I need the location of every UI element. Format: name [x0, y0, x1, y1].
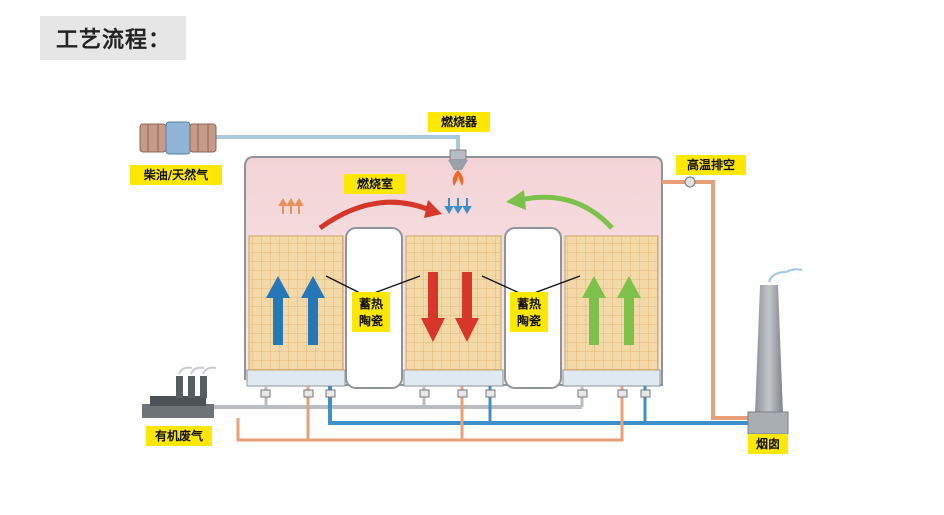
label-waste-gas: 有机废气: [146, 426, 212, 446]
clean-gas-pipe: [328, 386, 748, 425]
upflow-arrows-right: [582, 276, 641, 345]
purge-pipe: [236, 386, 624, 442]
label-ceramic-right-line2: 陶瓷: [517, 313, 541, 328]
upflow-arrows-left: [266, 276, 325, 345]
label-combustion-chamber: 燃烧室: [344, 174, 406, 194]
downflow-arrows-middle: [421, 272, 479, 342]
hot-gas-arrow-red: [318, 199, 442, 231]
burner-icon: [448, 149, 468, 186]
label-ceramic-right: 蓄热 陶瓷: [510, 292, 548, 332]
fuel-pipe: [215, 135, 460, 150]
ceramic-bed-middle: [405, 235, 502, 371]
label-fuel-text: 柴油/天然气: [143, 167, 208, 182]
fuel-tank-icon: [139, 121, 217, 155]
return-gas-arrow-green: [506, 190, 614, 230]
small-up-arrows-orange: [278, 198, 304, 214]
ceramic-bed-left: [248, 235, 344, 371]
label-chimney-text: 烟囱: [756, 436, 780, 451]
ceramic-bed-right: [564, 235, 659, 371]
valve-icons: [260, 389, 651, 398]
label-ceramic-left-line2: 陶瓷: [359, 313, 383, 328]
label-burner: 燃烧器: [428, 112, 490, 132]
factory-icon: [142, 366, 217, 418]
small-down-arrows-blue: [444, 198, 472, 214]
high-temp-exhaust-pipe: [662, 176, 748, 420]
label-ceramic-left-line1: 蓄热: [359, 296, 383, 311]
page-title: 工艺流程：: [40, 16, 186, 60]
chimney-icon: [747, 268, 803, 435]
label-ceramic-right-line1: 蓄热: [517, 296, 541, 311]
label-chimney: 烟囱: [748, 434, 788, 454]
label-waste-gas-text: 有机废气: [155, 428, 203, 443]
label-combustion-chamber-text: 燃烧室: [357, 176, 393, 191]
label-high-temp-exhaust-text: 高温排空: [687, 157, 735, 172]
label-burner-text: 燃烧器: [441, 114, 478, 129]
label-ceramic-left: 蓄热 陶瓷: [352, 292, 390, 332]
label-fuel: 柴油/天然气: [130, 165, 222, 185]
label-high-temp-exhaust: 高温排空: [676, 155, 746, 175]
